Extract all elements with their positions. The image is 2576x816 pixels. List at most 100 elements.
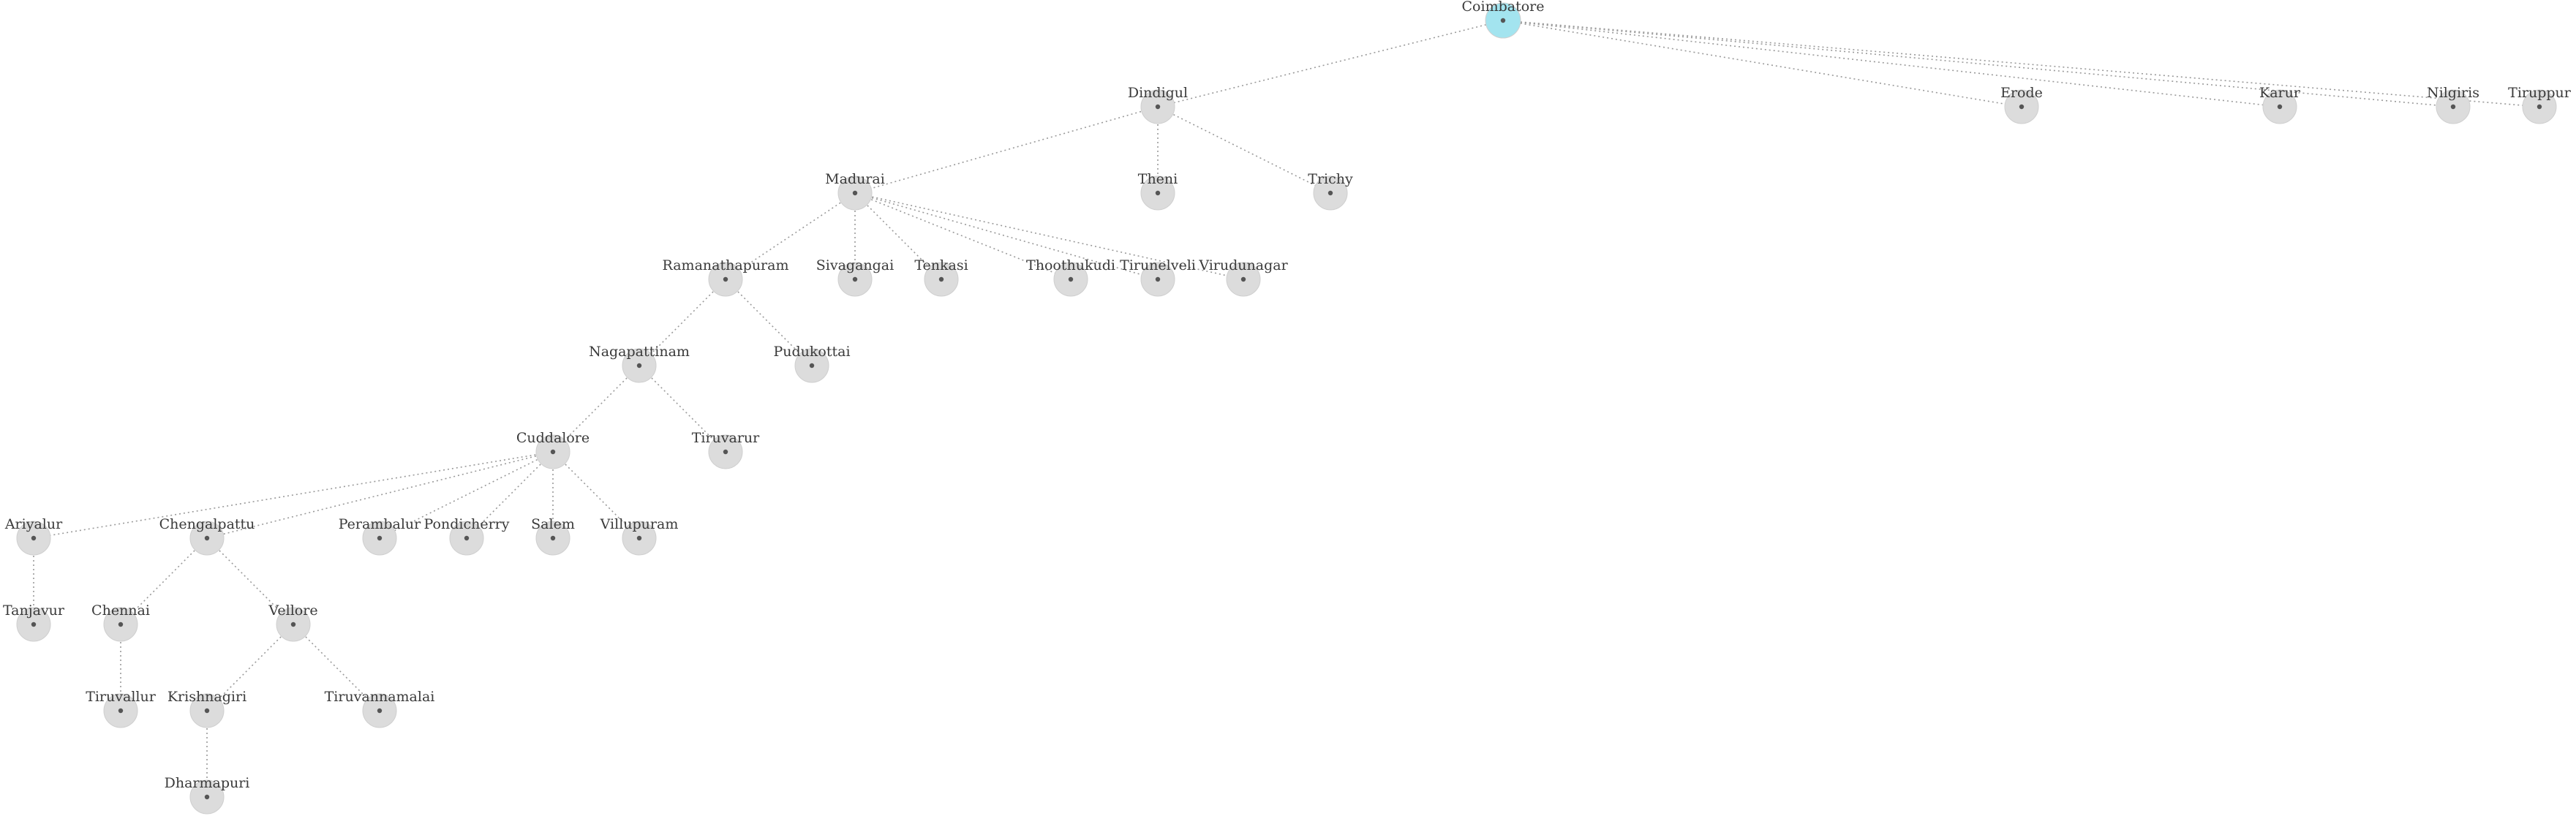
node-label: Tiruvallur xyxy=(86,689,157,705)
edge-madurai-tenkasi xyxy=(854,192,942,280)
node-label: Erode xyxy=(2000,85,2043,101)
node-dharmapuri[interactable]: Dharmapuri xyxy=(165,775,250,815)
node-tirunelveli[interactable]: Tirunelveli xyxy=(1120,257,1196,297)
node-tiruppur[interactable]: Tiruppur xyxy=(2508,85,2572,124)
node-label: Tiruvarur xyxy=(692,430,760,446)
edge-coimbatore-erode xyxy=(1502,20,2022,107)
node-tanjavur[interactable]: Tanjavur xyxy=(3,602,65,642)
node-pondicherry[interactable]: Pondicherry xyxy=(424,516,510,556)
node-label: Coimbatore xyxy=(1462,0,1545,15)
node-center-dot xyxy=(1240,276,1246,282)
node-label: Trichy xyxy=(1308,171,1353,187)
edges-layer xyxy=(33,20,2540,797)
node-sivagangai[interactable]: Sivagangai xyxy=(816,257,894,297)
node-label: Nagapattinam xyxy=(589,344,690,360)
node-center-dot xyxy=(852,190,858,196)
node-dindigul[interactable]: Dindigul xyxy=(1128,85,1188,124)
edge-chengalpattu-chennai xyxy=(120,537,208,625)
edge-nagapattinam-cuddalore xyxy=(552,365,640,453)
node-ramanathapuram[interactable]: Ramanathapuram xyxy=(662,257,789,297)
node-center-dot xyxy=(118,622,124,627)
node-karur[interactable]: Karur xyxy=(2259,85,2301,124)
node-tenkasi[interactable]: Tenkasi xyxy=(914,257,968,297)
node-label: Chennai xyxy=(91,602,150,619)
node-madurai[interactable]: Madurai xyxy=(825,171,885,211)
node-coimbatore[interactable]: Coimbatore xyxy=(1462,0,1545,39)
node-center-dot xyxy=(1155,104,1161,110)
node-label: Ramanathapuram xyxy=(662,257,788,273)
edge-nagapattinam-tiruvarur xyxy=(639,365,726,453)
node-label: Tiruppur xyxy=(2508,85,2572,101)
node-label: Salem xyxy=(531,516,575,532)
node-label: Nilgiris xyxy=(2427,85,2479,101)
node-chengalpattu[interactable]: Chengalpattu xyxy=(159,516,255,556)
node-center-dot xyxy=(636,535,642,541)
node-tiruvallur[interactable]: Tiruvallur xyxy=(86,689,157,728)
node-trichy[interactable]: Trichy xyxy=(1308,171,1353,211)
node-salem[interactable]: Salem xyxy=(531,516,575,556)
edge-vellore-krishnagiri xyxy=(206,624,294,711)
node-center-dot xyxy=(204,708,210,714)
node-center-dot xyxy=(118,708,124,714)
node-nagapattinam[interactable]: Nagapattinam xyxy=(589,344,690,383)
node-label: Perambalur xyxy=(339,516,421,532)
node-label: Cuddalore xyxy=(516,430,590,446)
node-cuddalore[interactable]: Cuddalore xyxy=(516,430,590,469)
node-label: Karur xyxy=(2259,85,2301,101)
node-center-dot xyxy=(204,535,210,541)
node-chennai[interactable]: Chennai xyxy=(91,602,150,642)
node-center-dot xyxy=(2277,104,2283,110)
node-center-dot xyxy=(723,449,728,455)
node-center-dot xyxy=(464,535,470,541)
node-center-dot xyxy=(204,794,210,800)
node-center-dot xyxy=(550,535,556,541)
edge-dindigul-madurai xyxy=(854,106,1159,194)
node-virudunagar[interactable]: Virudunagar xyxy=(1198,257,1289,297)
node-label: Sivagangai xyxy=(816,257,894,273)
node-nilgiris[interactable]: Nilgiris xyxy=(2427,85,2479,124)
node-center-dot xyxy=(636,363,642,369)
node-label: Chengalpattu xyxy=(159,516,255,532)
edge-ramanathapuram-pudukottai xyxy=(725,279,813,366)
node-ariyalur[interactable]: Ariyalur xyxy=(4,516,63,556)
node-center-dot xyxy=(290,622,296,627)
node-center-dot xyxy=(2537,104,2542,110)
edge-coimbatore-dindigul xyxy=(1157,20,1504,107)
node-krishnagiri[interactable]: Krishnagiri xyxy=(167,689,246,728)
node-label: Theni xyxy=(1138,171,1178,187)
node-label: Tenkasi xyxy=(914,257,968,273)
node-villupuram[interactable]: Villupuram xyxy=(600,516,679,556)
node-pudukottai[interactable]: Pudukottai xyxy=(773,344,851,383)
node-center-dot xyxy=(852,276,858,282)
node-perambalur[interactable]: Perambalur xyxy=(339,516,421,556)
node-center-dot xyxy=(1155,190,1161,196)
node-label: Villupuram xyxy=(600,516,679,532)
node-label: Tanjavur xyxy=(3,602,65,619)
node-center-dot xyxy=(377,535,383,541)
node-label: Pondicherry xyxy=(424,516,510,532)
node-label: Dindigul xyxy=(1128,85,1188,101)
node-center-dot xyxy=(31,535,37,541)
node-center-dot xyxy=(550,449,556,455)
node-center-dot xyxy=(1155,276,1161,282)
node-label: Tirunelveli xyxy=(1120,257,1196,273)
edge-coimbatore-nilgiris xyxy=(1502,20,2454,107)
node-label: Thoothukudi xyxy=(1026,257,1115,273)
node-tiruvannamalai[interactable]: Tiruvannamalai xyxy=(325,689,435,728)
node-center-dot xyxy=(377,708,383,714)
node-center-dot xyxy=(1327,190,1333,196)
node-center-dot xyxy=(1500,18,1506,23)
edge-cuddalore-villupuram xyxy=(552,451,640,539)
node-erode[interactable]: Erode xyxy=(2000,85,2043,124)
node-theni[interactable]: Theni xyxy=(1138,171,1178,211)
node-label: Madurai xyxy=(825,171,885,187)
node-tiruvarur[interactable]: Tiruvarur xyxy=(692,430,760,469)
node-label: Vellore xyxy=(268,602,317,619)
node-label: Pudukottai xyxy=(773,344,850,360)
node-vellore[interactable]: Vellore xyxy=(268,602,318,642)
node-thoothukudi[interactable]: Thoothukudi xyxy=(1026,257,1115,297)
node-center-dot xyxy=(723,276,728,282)
node-label: Tiruvannamalai xyxy=(325,689,435,705)
